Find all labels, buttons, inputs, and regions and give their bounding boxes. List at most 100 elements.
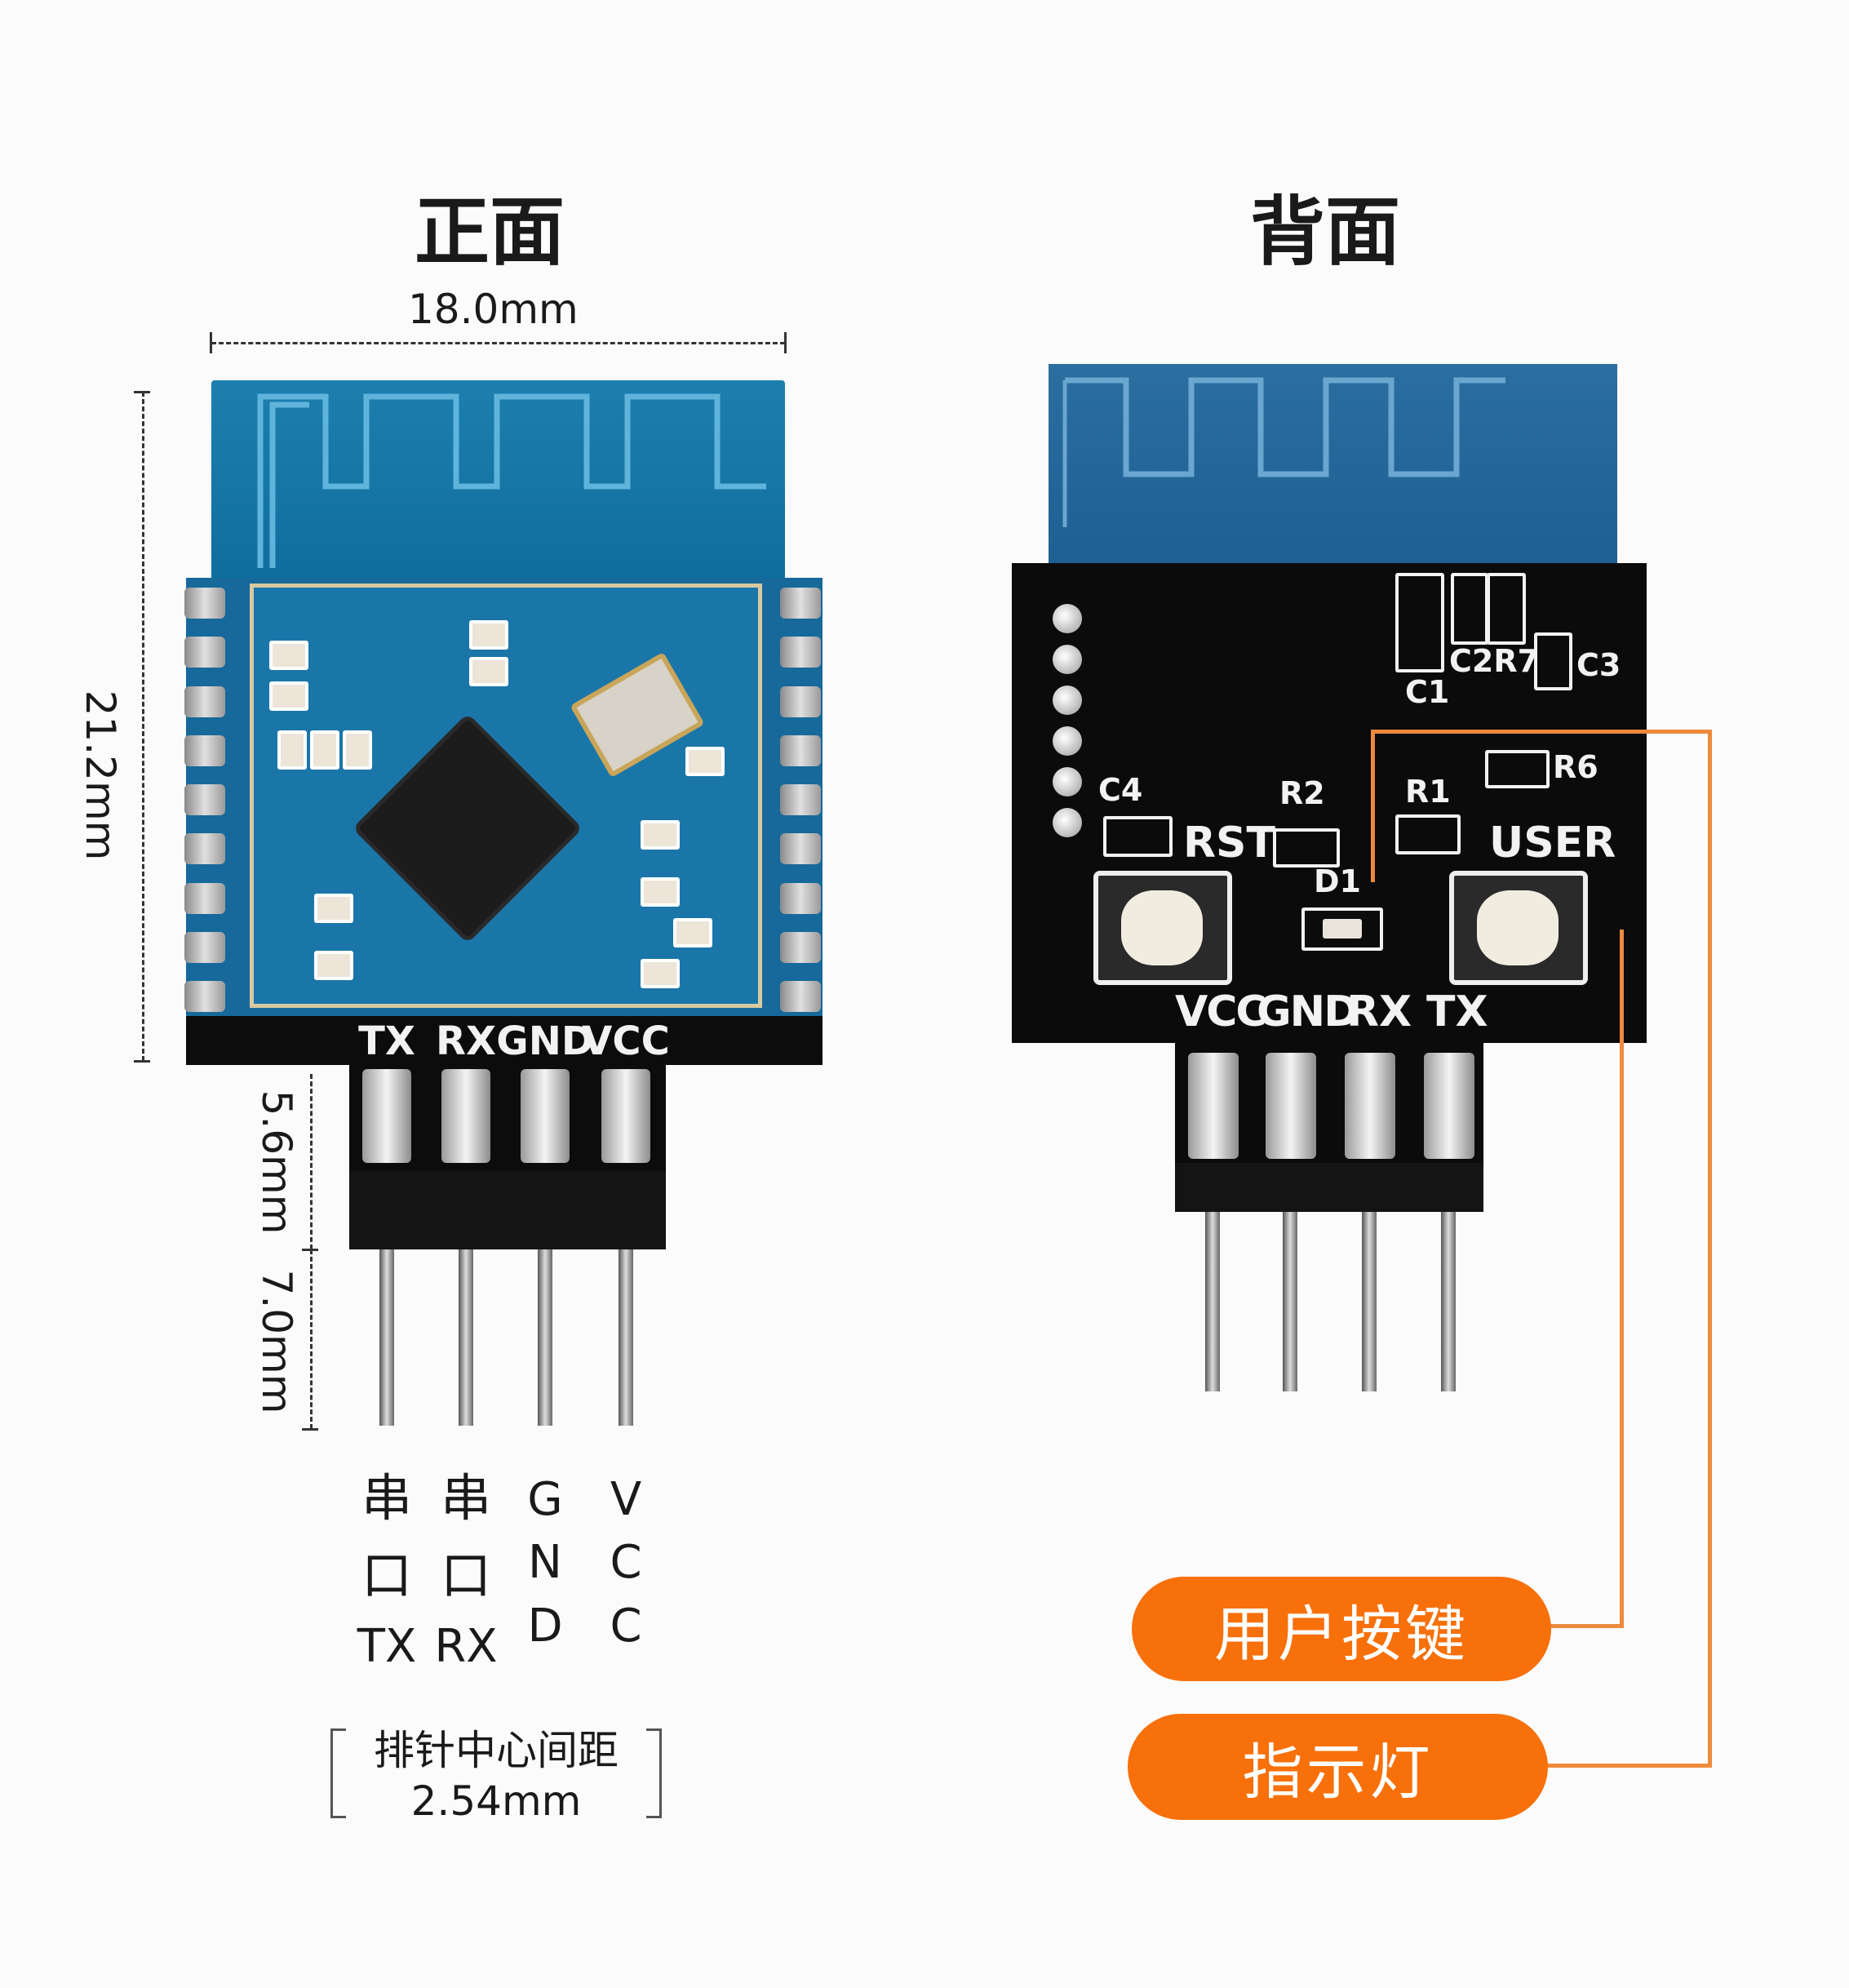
header-pin [1441,1212,1456,1391]
r7-footprint [1487,573,1526,645]
indicator-callout-line-v [1708,730,1712,1768]
silk-user: USER [1489,819,1616,868]
width-dimension-line [211,342,785,344]
castellated-pad [184,931,225,963]
silk-r1: R1 [1405,774,1451,810]
front-silk-rx: RX [436,1018,496,1064]
castellated-pad [780,588,821,619]
front-silk-gnd: GND [496,1018,594,1064]
pin-dimension-label: 7.0mm [253,1269,300,1414]
width-dimension-label: 18.0mm [408,286,579,333]
reset-button-cap [1121,890,1203,965]
led-icon [1323,919,1362,939]
c2-footprint [1451,573,1488,645]
smd-component [314,951,353,980]
test-pad [1053,767,1082,797]
c1-footprint [1395,573,1444,672]
front-silk-vcc: VCC [582,1018,670,1064]
width-tick-right [784,332,787,353]
c3-footprint [1534,632,1572,690]
smd-component [314,894,353,923]
smd-component [673,918,712,947]
solder-pad [1266,1053,1316,1159]
smd-component [310,730,339,770]
user-callout-line-v [1620,930,1624,1628]
smd-component [641,820,680,850]
smd-component [469,657,508,686]
solder-pad [1424,1053,1474,1159]
header-dimension-line [310,1074,313,1249]
castellated-pad [184,833,225,865]
test-pad [1053,726,1082,756]
bracket-left [330,1728,346,1818]
castellated-pad [780,882,821,914]
smd-component [277,730,307,770]
silk-c2r7: C2R7 [1449,643,1540,679]
header-pin [379,1249,394,1426]
pin-name-line: D [527,1600,563,1653]
right-castellated-pads [780,588,821,1012]
left-castellated-pads [184,588,225,1012]
pin-dimension-line [310,1249,313,1429]
front-silk-tx: TX [358,1018,415,1064]
castellated-pad [780,734,821,766]
castellated-pad [184,588,225,619]
pin-name-line: 口 [440,1546,491,1605]
indicator-callout-line-h [1546,1764,1712,1768]
user-callout-line-h [1550,1624,1624,1628]
smd-component [269,681,308,711]
user-button-callout: 用户按键 [1132,1577,1551,1681]
silk-r2: R2 [1279,775,1325,811]
castellated-pad [780,981,821,1012]
height-tick-bottom [134,1060,150,1063]
castellated-pad [780,784,821,815]
front-title: 正面 [414,189,565,276]
back-title: 背面 [1249,189,1401,276]
reset-button[interactable] [1093,871,1232,985]
pin-name-line: 串 [361,1468,412,1528]
r6-footprint [1485,750,1550,788]
pitch-note-title: 排针中心间距 [374,1727,619,1774]
height-dimension-line [142,392,144,1061]
header-pin [619,1249,633,1426]
bracket-right [646,1728,662,1818]
back-silk-tx: TX [1426,987,1488,1036]
back-silk-vcc: VCC [1175,987,1267,1036]
back-pin-header [1175,1163,1483,1212]
test-pad [1053,604,1082,633]
smd-component [641,959,680,988]
front-antenna-area [211,380,785,584]
castellated-pad [780,833,821,865]
silk-c1: C1 [1405,674,1450,710]
pin-name-line: V [610,1473,642,1526]
header-pin [538,1249,552,1426]
user-button[interactable] [1449,871,1588,985]
pin-name-line: 串 [440,1468,491,1528]
solder-pad [601,1069,650,1163]
smd-component [641,877,680,907]
indicator-callout: 指示灯 [1128,1714,1548,1820]
back-silk-gnd: GND [1257,987,1359,1036]
r1-footprint [1395,814,1461,854]
pitch-note-value: 2.54mm [410,1777,582,1825]
back-silk-rx: RX [1346,987,1412,1036]
led-indicator [1301,907,1383,951]
height-tick-top [134,391,150,393]
silk-rst: RST [1183,819,1275,868]
silk-c4: C4 [1098,772,1143,808]
solder-pad [362,1069,411,1163]
test-pad [1053,645,1082,674]
solder-pad [441,1069,490,1163]
silk-c3: C3 [1576,647,1621,683]
user-button-cap [1477,890,1559,965]
castellated-pad [184,734,225,766]
pin-tick [302,1428,318,1431]
pin-name-line: 口 [361,1546,412,1605]
silk-r6: R6 [1553,749,1598,785]
r2-footprint [1273,828,1340,868]
front-pin-header [349,1171,666,1249]
indicator-callout-line-drop [1371,730,1375,882]
castellated-pad [184,686,225,717]
castellated-pad [780,931,821,963]
header-pin [459,1249,473,1426]
